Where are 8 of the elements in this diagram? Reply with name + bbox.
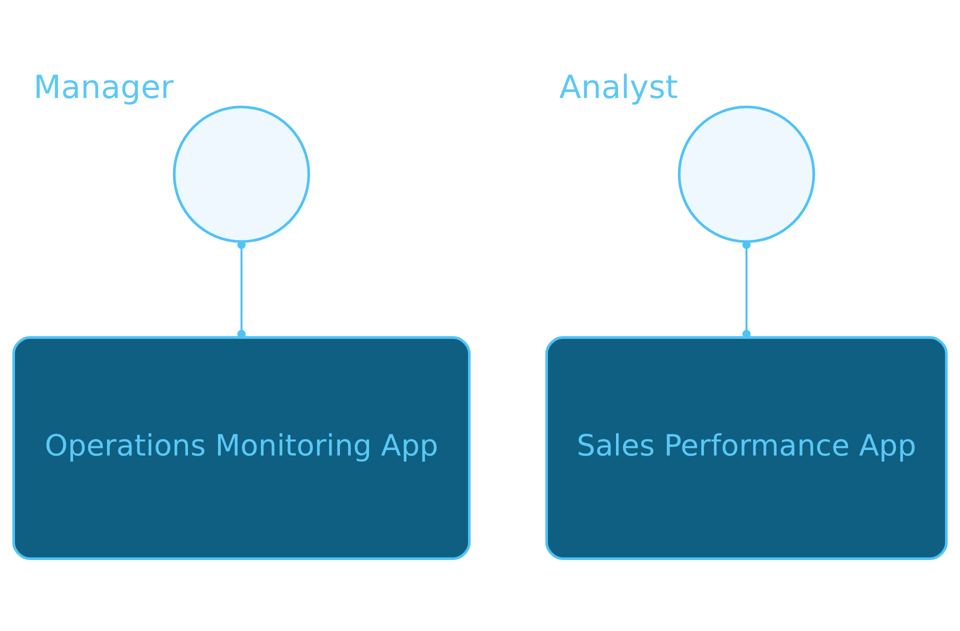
node-box: Sales Performance App: [545, 336, 948, 560]
connector: [742, 240, 751, 338]
node-person: [678, 106, 816, 243]
node-box: Operations Monitoring App: [12, 336, 471, 560]
node-label: Analyst: [559, 68, 678, 106]
node-person: [172, 106, 310, 243]
node-label: Manager: [34, 68, 174, 106]
connector: [237, 240, 246, 338]
